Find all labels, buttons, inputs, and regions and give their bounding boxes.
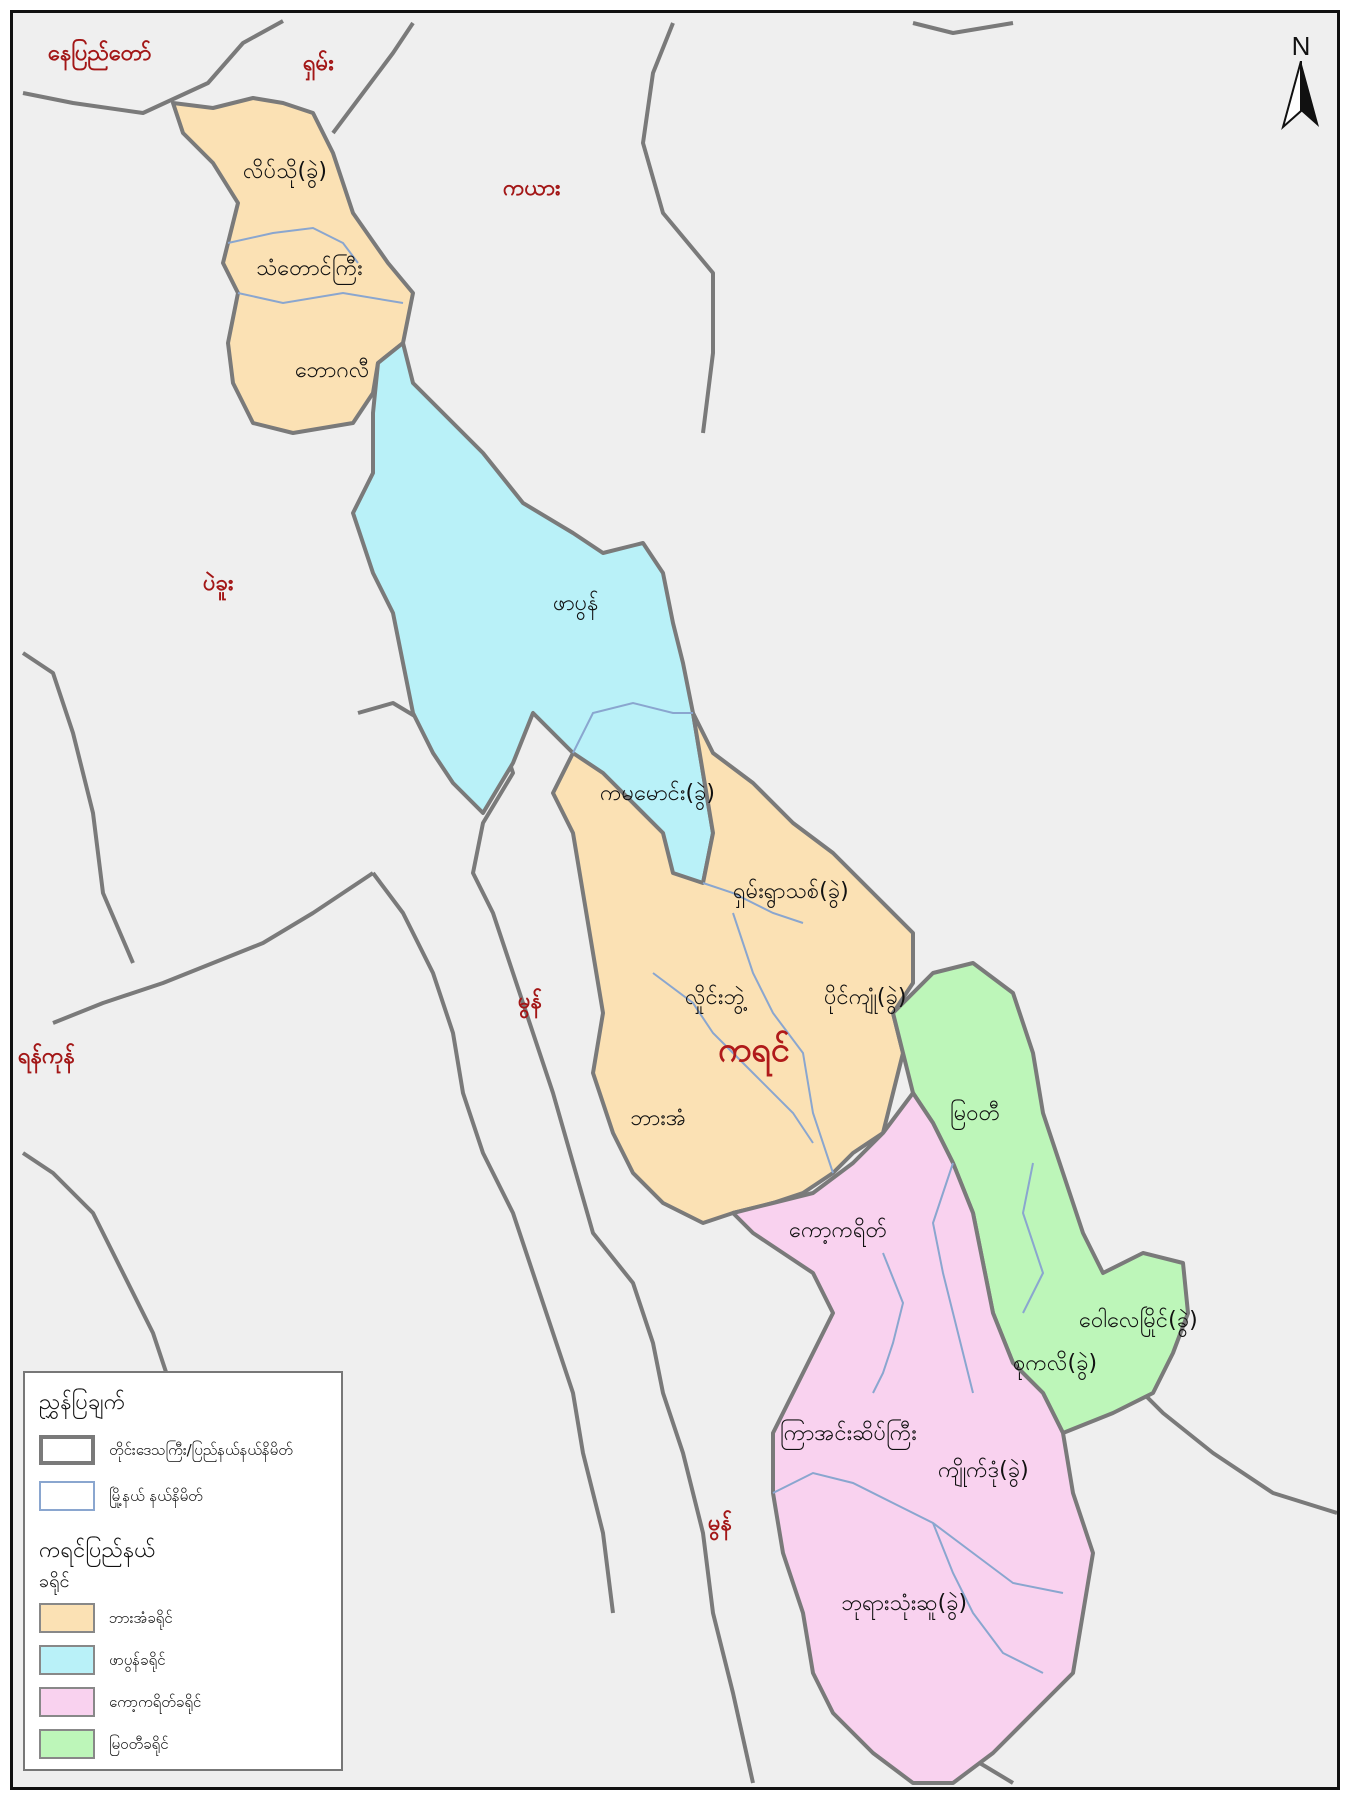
boundary-bago-south <box>52 871 375 1025</box>
north-letter: N <box>1291 31 1311 61</box>
township-line-5 <box>732 912 834 1174</box>
label-yangon: ရန်ကုန် <box>18 1044 75 1069</box>
township-line-1 <box>227 226 359 264</box>
township-line-9 <box>772 1471 1064 1594</box>
township-line-4 <box>702 882 804 924</box>
boundary-kayah-west <box>331 21 415 135</box>
legend-swatch-state-boundary <box>39 1435 95 1465</box>
legend-row-township-boundary: မြို့နယ် နယ်နိမိတ် <box>39 1481 339 1511</box>
label-kawkareik: ကော့ကရိတ် <box>789 1218 888 1243</box>
label-leiktho: လိပ်သို(ခွဲ) <box>243 159 327 184</box>
north-arrow-icon <box>1281 61 1319 130</box>
township-line-11 <box>1021 1162 1045 1314</box>
district-kawkareik[interactable] <box>731 1091 1095 1785</box>
label-payathonzu: ဘုရားသုံးဆူ(ခွဲ) <box>841 1591 968 1616</box>
label-shan-ywa-thit: ရှမ်းရွာသစ်(ခွဲ) <box>733 879 849 904</box>
township-line-8 <box>872 1252 905 1394</box>
north-arrow: N <box>1273 31 1329 141</box>
label-kamamaung: ကမမောင်း(ခွဲ) <box>600 781 715 806</box>
label-naypyitaw: နေပြည်တော် <box>48 41 152 66</box>
legend-section-title: ကရင်ပြည်နယ် <box>39 1538 156 1563</box>
legend-row-myawaddy: မြဝတီခရိုင် <box>39 1729 339 1759</box>
label-waw-lay: ဝေါလေမြိုင်(ခွဲ) <box>1079 1308 1198 1333</box>
map-canvas[interactable] <box>13 13 1337 1787</box>
label-karen-state: ကရင် <box>718 1030 790 1070</box>
boundary-coast <box>371 871 615 1614</box>
label-bago: ပဲခူး <box>203 571 234 596</box>
legend-section-sub: ခရိုင် <box>39 1571 70 1592</box>
legend-text-hpa-an: ဘားအံခရိုင် <box>109 1609 173 1627</box>
legend: ညွှန်ပြချက် တိုင်းဒေသကြီး/ပြည်နယ်နယ်နိမိ… <box>23 1371 343 1771</box>
township-boundaries <box>227 226 1064 1674</box>
legend-text-hpapun: ဖာပွန်ခရိုင် <box>109 1651 166 1669</box>
township-line-6 <box>652 972 814 1144</box>
legend-text-kawkareik: ကော့ကရိတ်ခရိုင် <box>109 1693 202 1711</box>
label-thandaunggyi: သံတောင်ကြီး <box>256 256 363 281</box>
label-myawaddy: မြဝတီ <box>950 1101 1001 1126</box>
legend-swatch-hpapun <box>39 1645 95 1675</box>
label-hpapun: ဖာပွန် <box>553 591 599 616</box>
legend-row-kawkareik: ကော့ကရိတ်ခရိုင် <box>39 1687 339 1717</box>
legend-swatch-kawkareik <box>39 1687 95 1717</box>
legend-row-hpa-an: ဘားအံခရိုင် <box>39 1603 339 1633</box>
legend-swatch-myawaddy <box>39 1729 95 1759</box>
township-line-7 <box>931 1162 974 1394</box>
label-paingkyon: ပိုင်ကျုံ(ခွဲ) <box>824 985 907 1010</box>
boundary-kayah-east <box>641 22 715 434</box>
map-frame[interactable]: နေပြည်တော် ရှမ်း ကယား ပဲခူး မွန် မွန် ရန… <box>10 10 1340 1790</box>
boundary-north <box>22 19 284 115</box>
label-mon-north: မွန် <box>518 989 542 1014</box>
boundary-bago-east <box>21 651 135 964</box>
label-shan: ရှမ်း <box>303 51 334 76</box>
boundary-kayah-east-2 <box>912 21 1014 35</box>
township-line-3 <box>572 701 693 754</box>
label-hpa-an: ဘားအံ <box>630 1106 687 1131</box>
label-kyaikdon: ကျိုက်ဒုံ(ခွဲ) <box>938 1458 1029 1483</box>
label-mon-south: မွန် <box>708 1511 732 1536</box>
township-line-10 <box>932 1522 1044 1674</box>
legend-text-myawaddy: မြဝတီခရိုင် <box>109 1735 169 1753</box>
legend-row-hpapun: ဖာပွန်ခရိုင် <box>39 1645 339 1675</box>
legend-row-state-boundary: တိုင်းဒေသကြီး/ပြည်နယ်နယ်နိမိတ် <box>39 1435 339 1465</box>
karen-state <box>171 96 1190 1785</box>
label-kyainseikgyi: ကြာအင်းဆိပ်ကြီး <box>780 1421 917 1446</box>
label-thandaung: ဘောဂလီ <box>295 358 370 383</box>
label-hlaingbwe: လှိုင်းဘွဲ့ <box>685 985 745 1010</box>
legend-swatch-hpa-an <box>39 1603 95 1633</box>
district-hpa-an-south[interactable] <box>551 711 915 1225</box>
label-kayah: ကယား <box>503 176 561 201</box>
legend-swatch-township-boundary <box>39 1481 95 1511</box>
label-sukali: စုကလိ(ခွဲ) <box>1013 1351 1098 1376</box>
township-line-2 <box>237 291 404 305</box>
legend-text-township-boundary: မြို့နယ် နယ်နိမိတ် <box>109 1487 203 1505</box>
district-hpapun[interactable] <box>351 341 715 895</box>
legend-title: ညွှန်ပြချက် <box>39 1390 126 1415</box>
legend-text-state-boundary: တိုင်းဒေသကြီး/ပြည်နယ်နယ်နိမိတ် <box>109 1441 293 1459</box>
